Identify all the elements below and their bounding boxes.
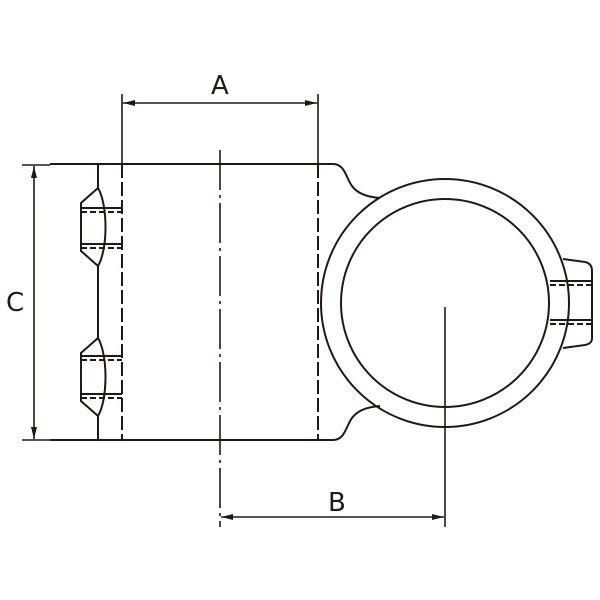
dimension-label-b: B	[328, 488, 346, 518]
body-outline	[50, 163, 381, 441]
left-bolt-upper	[80, 187, 122, 267]
dimension-a	[121, 94, 319, 164]
dimension-c	[22, 164, 50, 441]
dimension-label-c: C	[6, 288, 25, 318]
hidden-lines	[121, 164, 319, 440]
dimension-label-a: A	[211, 71, 229, 101]
left-bolt-lower	[80, 337, 122, 417]
right-bolt-tab	[550, 258, 593, 349]
